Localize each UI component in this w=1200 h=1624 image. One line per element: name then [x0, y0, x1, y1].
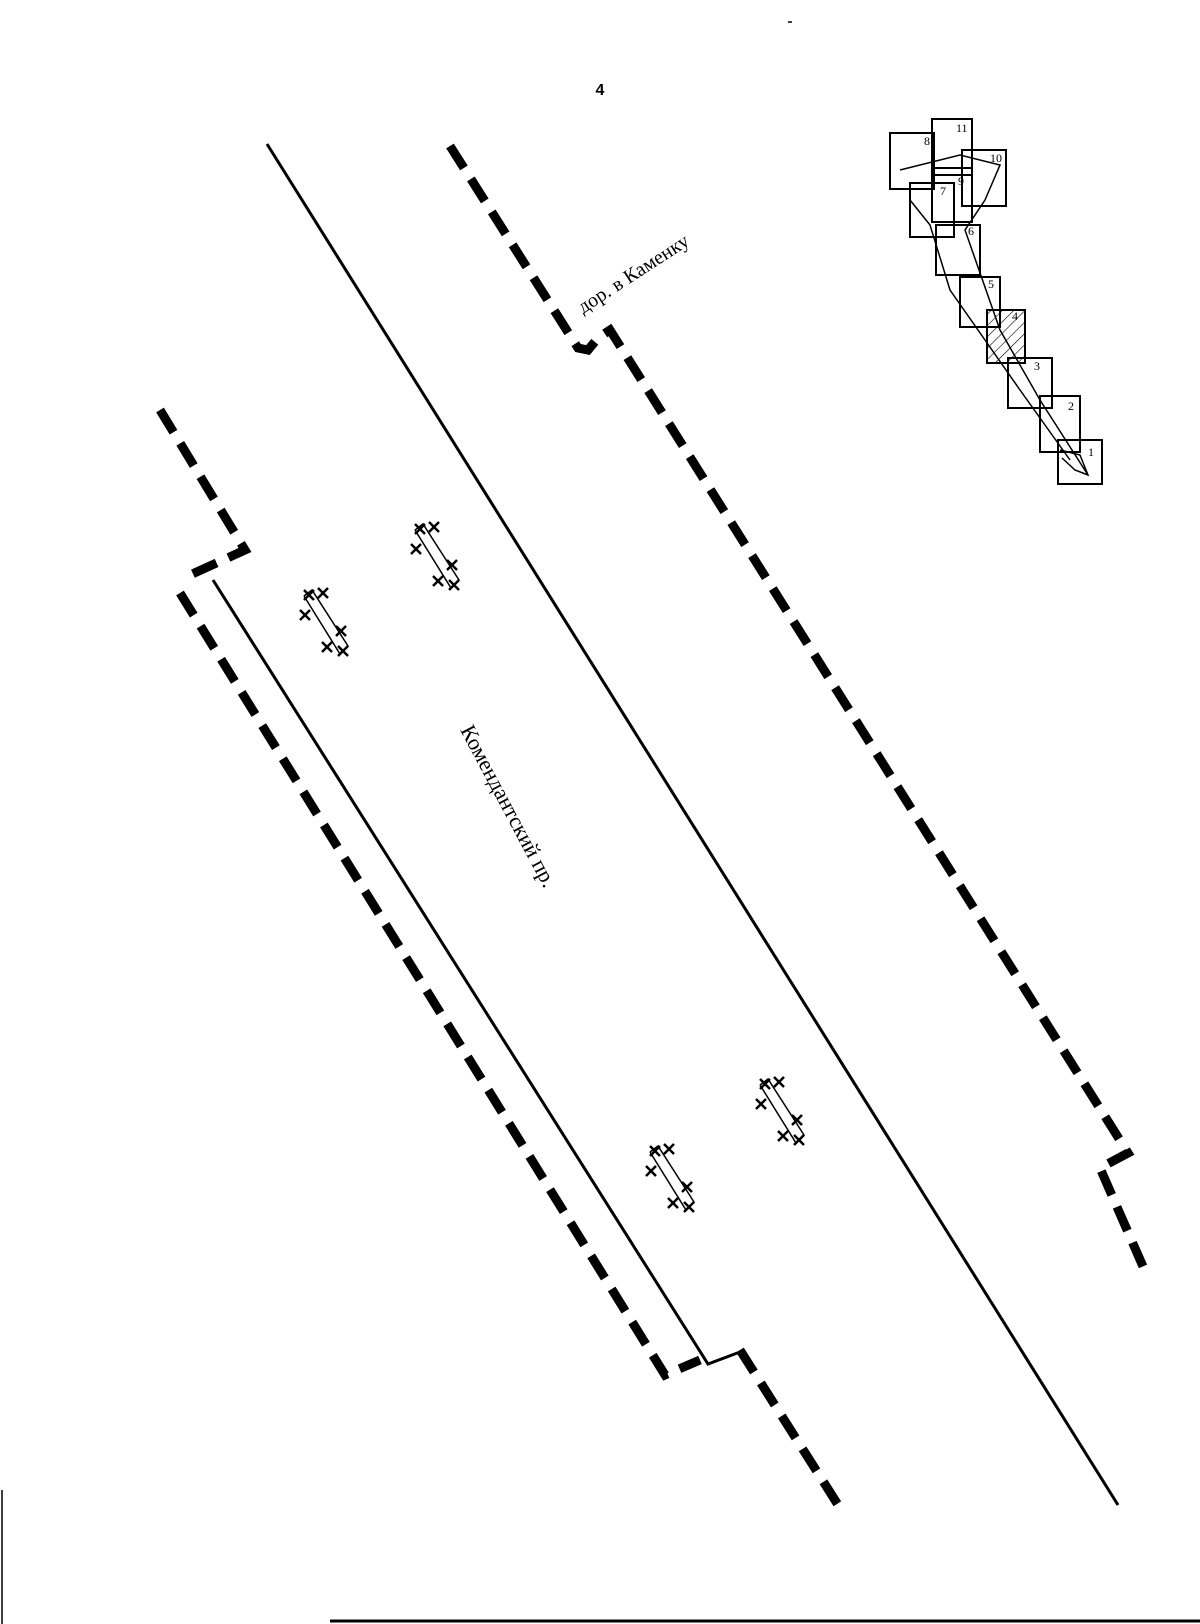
key-map-sheet-9: 9	[958, 174, 964, 188]
avenue-boundary-bottom	[736, 1347, 844, 1511]
key-map-sheet-7a: 7	[940, 184, 946, 198]
key-map-sheet-5: 5	[988, 277, 994, 291]
key-map-road	[899, 154, 1089, 476]
key-map-highlighted-sheet	[986, 309, 1026, 364]
tree-group-4	[644, 1142, 696, 1214]
key-map-sheet-4: 4	[1012, 309, 1018, 323]
key-map-sheet-1: 1	[1088, 445, 1094, 459]
key-map-sheet-8a: 8	[924, 134, 930, 148]
avenue-edge-left	[211, 579, 741, 1366]
tree-group-2	[298, 586, 350, 658]
page-number: 4	[596, 82, 605, 99]
avenue-label: Комендантский пр.	[456, 721, 563, 892]
key-map-sheet-10: 10	[990, 151, 1002, 165]
side-road-label: дор. в Каменку	[574, 230, 694, 318]
key-map: 8 11 10 9 7 6 5 4 3 2 1	[889, 118, 1103, 485]
tree-group-3	[754, 1075, 806, 1147]
key-map-sheet-2: 2	[1068, 399, 1074, 413]
key-map-sheet-6: 6	[968, 224, 974, 238]
key-map-sheet-3: 3	[1034, 359, 1040, 373]
side-road-boundary-right	[446, 143, 1153, 1280]
tree-group-1	[409, 520, 461, 592]
avenue-boundary-left-lower	[176, 590, 702, 1381]
avenue-boundary-left-upper	[156, 407, 252, 580]
avenue-edge-right	[265, 143, 1120, 1506]
key-map-sheet-11: 11	[956, 121, 968, 135]
